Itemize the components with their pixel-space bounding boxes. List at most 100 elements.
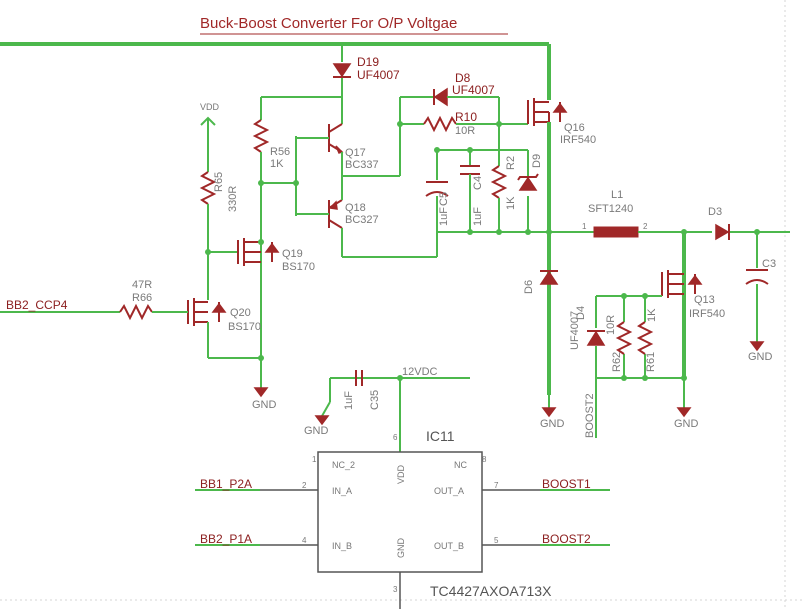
pin-outa-num: 7 [494,481,499,490]
q18-ref: Q18 [345,202,366,214]
gnd-c35-label: GND [304,425,329,437]
junction-dots [205,121,760,381]
gnd-d6[interactable]: GND [540,395,565,430]
r61-ref: R61 [645,352,657,372]
r62-value: 10R [605,315,617,335]
q17-value: BC337 [345,159,379,171]
d19-ref: D19 [357,55,379,69]
schematic-title: Buck-Boost Converter For O/P Voltgae [200,15,457,32]
resistor-r61[interactable]: 1K R61 [636,308,658,372]
capacitor-c35[interactable]: 1uF C35 [343,370,381,410]
resistor-r65[interactable]: R65 330R [199,171,239,300]
capacitor-c3[interactable]: C3 GND [745,232,776,363]
c5-value: 1uF [438,207,450,226]
gnd-c3-label: GND [748,351,773,363]
r66-ref: R66 [132,292,152,304]
top-power-bus[interactable] [0,42,551,100]
q17-ref: Q17 [345,147,366,159]
gnd-driver[interactable]: GND [252,358,277,411]
net-bb1-p2a[interactable]: BB1_P2A [195,477,260,491]
diode-d8[interactable]: D8 UF4007 [433,71,500,124]
resistor-r62[interactable]: 10R R62 [605,315,633,372]
d8-ref: D8 [455,71,471,85]
r66-value: 47R [132,279,152,291]
mosfet-q20[interactable]: Q20 BS170 [187,298,261,359]
pin-ina-num: 2 [302,481,307,490]
pin-inb-num: 4 [302,536,307,545]
boost2-vertical-label: BOOST2 [584,393,596,438]
q20-ref: Q20 [230,307,251,319]
q16-ref: Q16 [564,122,585,134]
resistor-r66[interactable]: 47R R66 [119,279,188,321]
c3-ref: C3 [762,258,776,270]
diode-d19[interactable]: D19 UF4007 [332,44,400,97]
diode-d3[interactable]: D3 [708,206,790,241]
q13-value: IRF540 [689,308,725,320]
mosfet-q16[interactable]: Q16 IRF540 [527,98,596,146]
capacitor-c5[interactable]: C5 1uF [425,181,450,232]
pin-nc-label: NC [454,460,467,470]
diode-d6[interactable]: D6 [523,270,559,294]
transistor-q18[interactable]: Q18 BC327 [296,199,379,229]
resistor-r2[interactable]: R2 1K [490,156,517,232]
driver-supply-wires[interactable] [260,96,343,216]
supply-12vdc[interactable]: 12VDC [330,366,470,452]
gate-network-q13[interactable] [595,296,684,438]
r2-ref: R2 [505,156,517,170]
vdd-supply[interactable]: VDD [200,102,220,172]
diode-d9[interactable]: D9 [517,154,543,191]
boost2-label: BOOST2 [542,532,591,546]
r65-ref: R65 [213,172,225,192]
pin-nc2-label: NC_2 [332,460,355,470]
gnd-c35[interactable]: GND [304,378,331,437]
net-bb2-p1a[interactable]: BB2_P1A [195,532,260,546]
c4-value: 1uF [472,207,484,226]
ic11-driver[interactable]: IC11 TC4427AXOA713X NC_2 1 IN_A 2 GND 3 … [260,428,552,609]
r56-ref: R56 [270,146,290,158]
d6-ref: D6 [523,280,535,294]
c4-ref: C4 [472,176,484,190]
net-boost1[interactable]: BOOST1 [540,477,610,491]
d9-ref: D9 [531,154,543,168]
totem-pole-wires[interactable] [261,96,438,258]
bb2-p1a-label: BB2_P1A [200,532,252,546]
q16-value: IRF540 [560,134,596,146]
pin-vdd-label: VDD [396,464,406,484]
c35-value: 1uF [343,391,355,410]
bb2-ccp4-label: BB2_CCP4 [6,298,68,312]
pin-outb-label: OUT_B [434,541,464,551]
l1-pin2: 2 [643,222,648,231]
pin-outb-num: 5 [494,536,499,545]
net-boost2-vertical[interactable]: BOOST2 [584,393,596,438]
l1-ref: L1 [611,189,623,201]
mosfet-q13[interactable]: Q13 IRF540 [596,232,725,380]
q20-value: BS170 [228,321,261,333]
resistor-r10[interactable]: R10 10R [423,110,528,137]
pin-nc-num: 8 [482,455,487,464]
vdd-label: VDD [200,102,220,112]
l1-value: SFT1240 [588,203,633,215]
r65-value: 330R [227,186,239,212]
capacitor-c4[interactable]: C4 1uF [460,165,484,226]
d4-ref: D4 [575,306,587,320]
r10-value: 10R [455,125,475,137]
net-boost2[interactable]: BOOST2 [540,532,610,546]
pin-gnd-label: GND [396,538,406,559]
d3-ref: D3 [708,206,722,218]
resistor-r56[interactable]: R56 1K [252,119,290,365]
r56-value: 1K [270,158,284,170]
d19-value: UF4007 [357,68,400,82]
pin-nc2-num: 1 [312,455,317,464]
diode-d4[interactable]: D4 UF4007 [569,306,606,350]
transistor-q17[interactable]: Q17 BC337 [296,123,379,171]
inductor-l1[interactable]: L1 SFT1240 1 2 [549,189,712,238]
r2-value: 1K [505,196,517,210]
input-bb2-ccp4[interactable]: BB2_CCP4 [0,298,120,313]
r10-ref: R10 [455,110,477,124]
gnd-q13[interactable]: GND [674,380,699,430]
r62-ref: R62 [611,352,623,372]
d4-value: UF4007 [569,311,581,350]
bb1-p2a-label: BB1_P2A [200,477,252,491]
